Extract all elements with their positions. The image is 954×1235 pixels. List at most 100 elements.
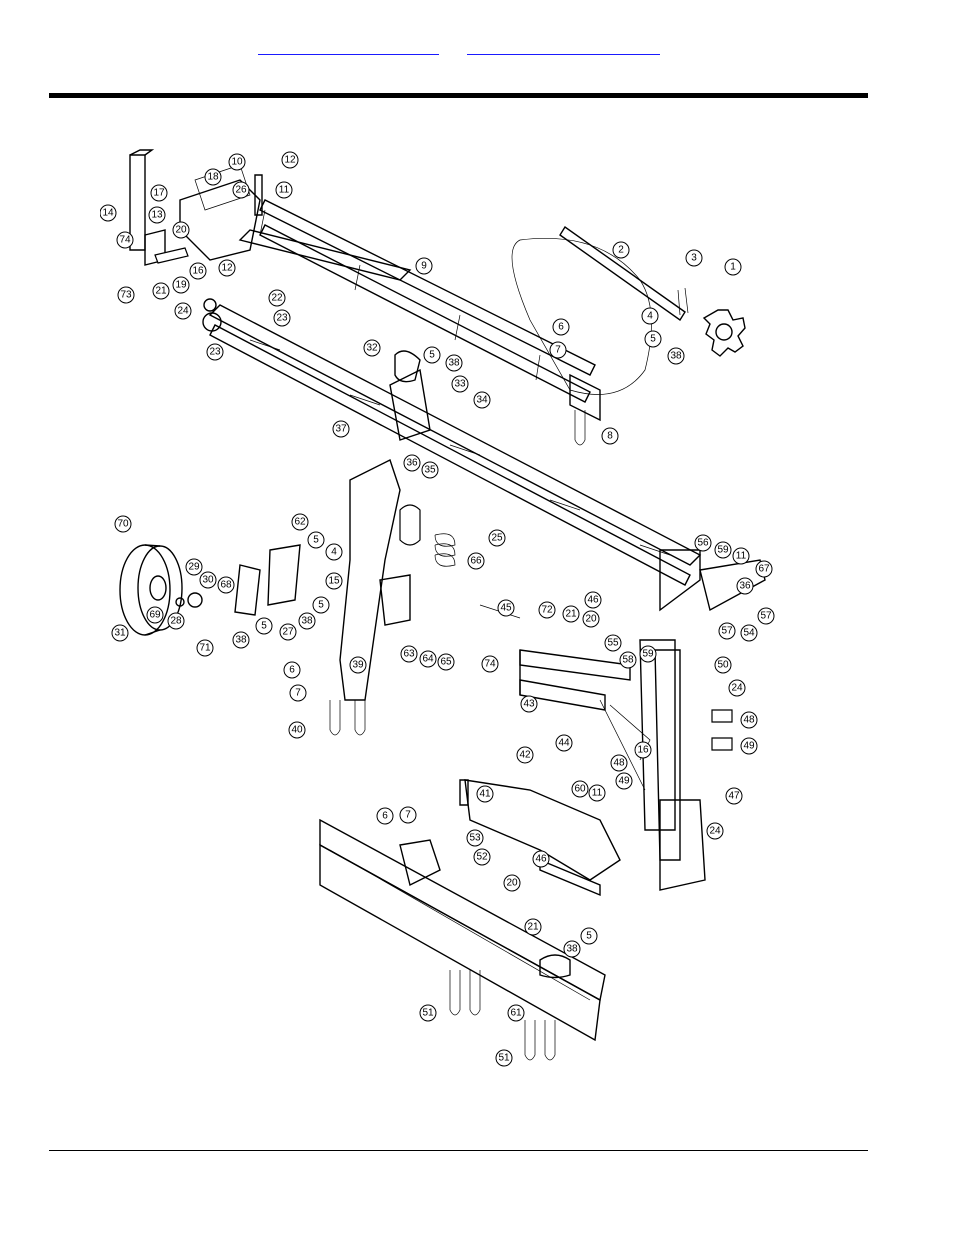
callout-label: 11 bbox=[588, 784, 606, 802]
callout-label: 41 bbox=[476, 785, 494, 803]
callout-label: 34 bbox=[473, 391, 491, 409]
callout-label: 35 bbox=[421, 461, 439, 479]
svg-text:71: 71 bbox=[199, 643, 211, 654]
svg-text:4: 4 bbox=[331, 547, 337, 558]
callout-label: 2 bbox=[612, 241, 630, 259]
svg-text:7: 7 bbox=[555, 345, 561, 356]
callout-label: 12 bbox=[218, 259, 236, 277]
callout-label: 64 bbox=[419, 650, 437, 668]
parts-drawing bbox=[119, 149, 766, 1061]
svg-text:9: 9 bbox=[421, 261, 427, 272]
svg-text:31: 31 bbox=[114, 628, 126, 639]
callout-label: 55 bbox=[604, 634, 622, 652]
svg-text:73: 73 bbox=[120, 290, 132, 301]
callout-label: 70 bbox=[114, 515, 132, 533]
callout-label: 5 bbox=[255, 617, 273, 635]
callout-label: 23 bbox=[206, 343, 224, 361]
svg-text:58: 58 bbox=[622, 655, 634, 666]
svg-text:7: 7 bbox=[405, 810, 411, 821]
callout-label: 16 bbox=[189, 262, 207, 280]
callout-label: 6 bbox=[283, 661, 301, 679]
callout-label: 38 bbox=[667, 347, 685, 365]
svg-text:24: 24 bbox=[731, 683, 743, 694]
svg-text:33: 33 bbox=[454, 379, 466, 390]
shank bbox=[329, 459, 521, 736]
callout-label: 66 bbox=[467, 552, 485, 570]
callout-label: 47 bbox=[725, 787, 743, 805]
header-rule bbox=[49, 93, 868, 98]
svg-text:4: 4 bbox=[647, 311, 653, 322]
svg-text:56: 56 bbox=[697, 538, 709, 549]
svg-text:49: 49 bbox=[618, 776, 630, 787]
callout-label: 28 bbox=[167, 612, 185, 630]
callout-label: 33 bbox=[451, 375, 469, 393]
svg-text:27: 27 bbox=[282, 627, 294, 638]
callout-label: 68 bbox=[217, 576, 235, 594]
callout-label: 49 bbox=[740, 737, 758, 755]
svg-text:14: 14 bbox=[102, 208, 114, 219]
callout-label: 6 bbox=[376, 807, 394, 825]
callout-label: 16 bbox=[634, 741, 652, 759]
svg-text:70: 70 bbox=[117, 519, 129, 530]
header-link-right[interactable] bbox=[467, 40, 660, 55]
callout-label: 74 bbox=[116, 231, 134, 249]
callout-label: 31 bbox=[111, 624, 129, 642]
callout-label: 21 bbox=[152, 282, 170, 300]
svg-text:32: 32 bbox=[366, 343, 378, 354]
callout-labels: 1 2 3 4 5 38 6 7 8 9 10 12 11 17 18 26 1… bbox=[100, 151, 775, 1067]
callout-label: 13 bbox=[148, 206, 166, 224]
svg-text:74: 74 bbox=[484, 659, 496, 670]
svg-text:20: 20 bbox=[175, 225, 187, 236]
svg-text:24: 24 bbox=[709, 826, 721, 837]
svg-text:64: 64 bbox=[422, 654, 434, 665]
callout-label: 6 bbox=[552, 318, 570, 336]
svg-text:5: 5 bbox=[586, 931, 592, 942]
svg-text:22: 22 bbox=[271, 293, 283, 304]
callout-label: 58 bbox=[619, 651, 637, 669]
callout-label: 52 bbox=[473, 848, 491, 866]
header-link-left[interactable] bbox=[258, 40, 439, 55]
callout-label: 10 bbox=[228, 153, 246, 171]
svg-text:5: 5 bbox=[429, 350, 435, 361]
svg-text:6: 6 bbox=[382, 811, 388, 822]
callout-label: 43 bbox=[520, 695, 538, 713]
callout-label: 49 bbox=[615, 772, 633, 790]
callout-label: 11 bbox=[732, 547, 750, 565]
svg-text:53: 53 bbox=[469, 833, 481, 844]
svg-text:2: 2 bbox=[618, 245, 624, 256]
svg-text:21: 21 bbox=[155, 286, 167, 297]
svg-text:23: 23 bbox=[276, 313, 288, 324]
svg-text:36: 36 bbox=[739, 581, 751, 592]
callout-label: 18 bbox=[204, 168, 222, 186]
callout-label: 15 bbox=[325, 572, 343, 590]
svg-text:13: 13 bbox=[151, 210, 163, 221]
coulter-shaft bbox=[511, 226, 746, 395]
svg-text:44: 44 bbox=[558, 738, 570, 749]
callout-label: 29 bbox=[185, 558, 203, 576]
callout-label: 63 bbox=[400, 645, 418, 663]
callout-label: 71 bbox=[196, 639, 214, 657]
svg-text:41: 41 bbox=[479, 789, 491, 800]
callout-label: 20 bbox=[172, 221, 190, 239]
svg-text:48: 48 bbox=[613, 758, 625, 769]
callout-label: 1 bbox=[724, 258, 742, 276]
callout-label: 21 bbox=[524, 918, 542, 936]
callout-label: 67 bbox=[755, 560, 773, 578]
svg-text:63: 63 bbox=[403, 649, 415, 660]
svg-text:60: 60 bbox=[574, 784, 586, 795]
svg-text:54: 54 bbox=[743, 628, 755, 639]
svg-text:72: 72 bbox=[541, 605, 553, 616]
svg-text:1: 1 bbox=[730, 262, 736, 273]
svg-text:50: 50 bbox=[717, 660, 729, 671]
callout-label: 12 bbox=[281, 151, 299, 169]
svg-text:21: 21 bbox=[565, 609, 577, 620]
svg-text:74: 74 bbox=[119, 235, 131, 246]
callout-label: 17 bbox=[150, 184, 168, 202]
svg-text:55: 55 bbox=[607, 638, 619, 649]
svg-text:66: 66 bbox=[470, 556, 482, 567]
svg-text:8: 8 bbox=[607, 431, 613, 442]
callout-label: 48 bbox=[740, 711, 758, 729]
callout-label: 4 bbox=[325, 543, 343, 561]
svg-text:40: 40 bbox=[291, 725, 303, 736]
svg-text:25: 25 bbox=[491, 533, 503, 544]
